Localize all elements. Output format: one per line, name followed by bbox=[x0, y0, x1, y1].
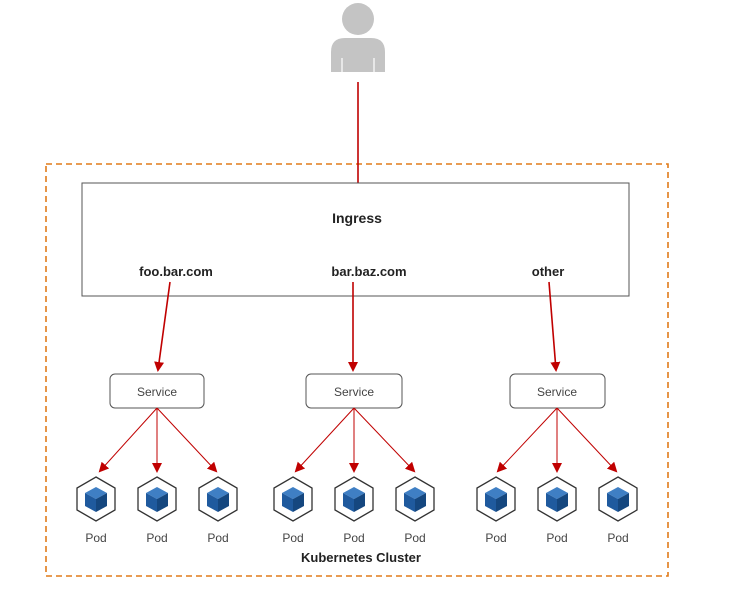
service-to-pod-arrow bbox=[98, 407, 158, 473]
pod-icon bbox=[598, 476, 638, 522]
service-to-pod-arrow bbox=[353, 407, 416, 473]
service-to-pod-arrow bbox=[496, 407, 558, 473]
service-label: Service bbox=[137, 385, 177, 399]
host-to-service-arrow-1 bbox=[154, 281, 171, 372]
pod-label: Pod bbox=[404, 531, 425, 545]
ingress-host-foo: foo.bar.com bbox=[139, 264, 213, 279]
ingress-host-bar: bar.baz.com bbox=[331, 264, 406, 279]
service-group-1: Service Pod Pod Pod bbox=[76, 373, 238, 545]
pod-label: Pod bbox=[207, 531, 228, 545]
service-group-3: Service Pod Pod Pod bbox=[476, 373, 638, 545]
ingress-host-other: other bbox=[532, 264, 565, 279]
pod-icon bbox=[198, 476, 238, 522]
ingress-title: Ingress bbox=[332, 210, 382, 226]
service-label: Service bbox=[537, 385, 577, 399]
ingress-box bbox=[81, 182, 630, 297]
pod-label: Pod bbox=[343, 531, 364, 545]
service-label: Service bbox=[334, 385, 374, 399]
pod-label: Pod bbox=[546, 531, 567, 545]
service-to-pod-arrow bbox=[556, 407, 618, 473]
pod-icon bbox=[273, 476, 313, 522]
pod-label: Pod bbox=[282, 531, 303, 545]
service-group-2: Service Pod Pod Pod bbox=[273, 373, 435, 545]
host-to-service-arrow-3 bbox=[548, 281, 561, 372]
pod-icon bbox=[137, 476, 177, 522]
pod-icon bbox=[476, 476, 516, 522]
pod-icon bbox=[76, 476, 116, 522]
pod-icon bbox=[537, 476, 577, 522]
service-to-pod-arrow bbox=[156, 407, 218, 473]
pod-label: Pod bbox=[607, 531, 628, 545]
pod-label: Pod bbox=[146, 531, 167, 545]
pod-icon bbox=[395, 476, 435, 522]
cluster-boundary bbox=[45, 163, 669, 577]
service-to-pod-arrow bbox=[294, 407, 355, 473]
pod-icon bbox=[334, 476, 374, 522]
user-icon bbox=[331, 3, 385, 72]
cluster-label: Kubernetes Cluster bbox=[301, 550, 421, 565]
pod-label: Pod bbox=[485, 531, 506, 545]
pod-label: Pod bbox=[85, 531, 106, 545]
